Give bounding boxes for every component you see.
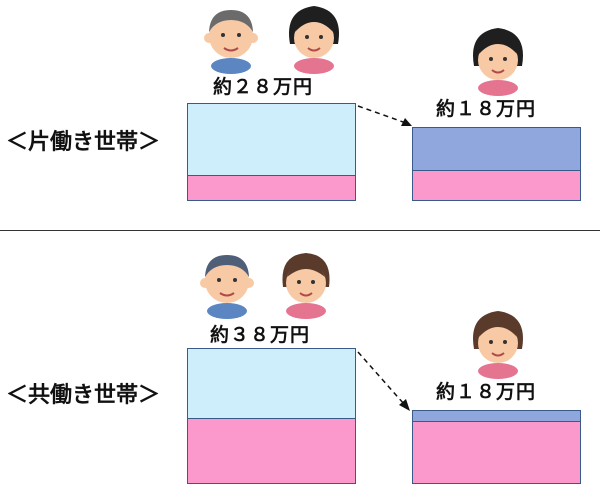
pension-bar-before-bottom (187, 418, 356, 484)
dashed-arrow (357, 351, 410, 411)
elderly-woman-icon (473, 311, 523, 379)
pension-bar-after-bottom (412, 421, 581, 484)
before-amount-label: 約３８万円 (210, 324, 311, 346)
pension-bar-before-bottom (187, 175, 356, 201)
before-amount-label: 約２８万円 (213, 76, 314, 98)
after-amount-label: 約１８万円 (436, 381, 537, 403)
elderly-woman-icon (473, 28, 523, 96)
after-amount-label: 約１８万円 (436, 98, 537, 120)
dashed-arrow (357, 105, 412, 126)
elderly-woman-icon (289, 6, 339, 74)
pension-bar-after-bottom (412, 170, 581, 201)
pension-bar-after-top (412, 127, 581, 171)
pension-bar-before-top (187, 348, 356, 419)
section-label: ＜片働き世帯＞ (6, 130, 161, 155)
section-divider (0, 230, 600, 231)
section-label: ＜共働き世帯＞ (6, 383, 161, 408)
elderly-woman-icon (282, 253, 330, 319)
pension-bar-before-top (187, 103, 356, 176)
elderly-man-icon (200, 255, 254, 319)
elderly-man-icon (204, 10, 258, 74)
